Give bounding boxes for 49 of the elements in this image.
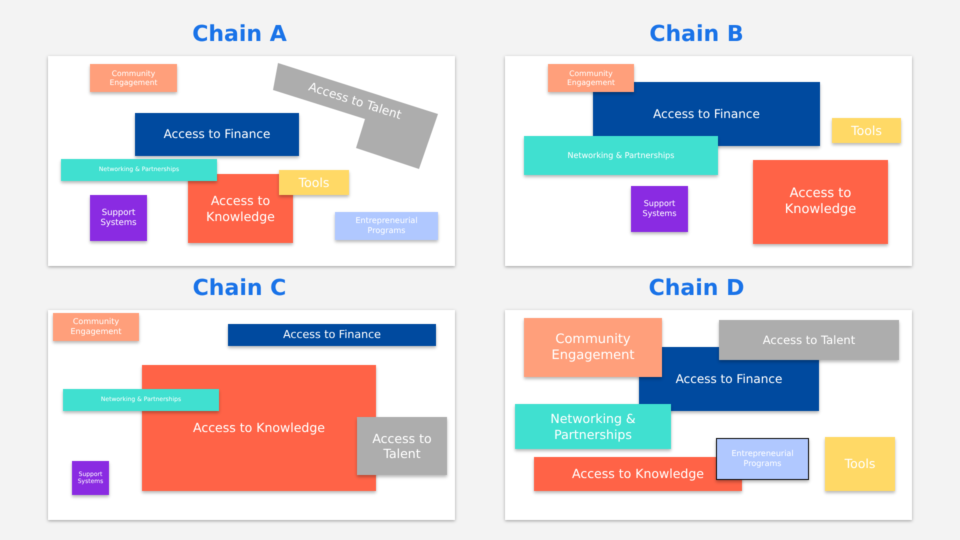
note-card xyxy=(63,389,219,411)
note-card xyxy=(61,159,217,181)
note-card xyxy=(72,461,109,495)
note-card xyxy=(357,417,447,475)
note-card xyxy=(524,136,718,175)
note-card xyxy=(534,457,742,491)
card-label: Community Engagement xyxy=(550,332,636,364)
card-label: Access to Knowledge xyxy=(572,466,704,482)
card-label: Access to Finance xyxy=(653,106,760,122)
note-card xyxy=(515,404,671,449)
note-card xyxy=(753,160,888,244)
card-label: Support Systems xyxy=(99,208,138,228)
note-card xyxy=(188,174,293,243)
note-card xyxy=(832,118,901,143)
card-label: Access to Talent xyxy=(762,332,856,347)
note-card xyxy=(228,324,436,346)
card-label: Access to Finance xyxy=(164,127,270,142)
note-card xyxy=(631,186,688,232)
note-card xyxy=(548,64,634,92)
note-card xyxy=(716,438,809,480)
card-label: Entrepreneurial Programs xyxy=(730,449,795,469)
card-label: Access to Knowledge xyxy=(192,420,325,436)
card-label: Tools xyxy=(844,456,876,472)
note-card xyxy=(279,170,349,195)
panel-heading: Chain B xyxy=(649,21,744,49)
panel-heading: Chain D xyxy=(648,275,744,303)
card-label: Access to Talent xyxy=(371,430,433,462)
card-label: Tools xyxy=(851,122,882,138)
note-card xyxy=(719,320,899,360)
card-label: Networking & Partnerships xyxy=(549,411,637,442)
card-label: Access to Talent xyxy=(306,80,404,122)
card-label: Entrepreneurial Programs xyxy=(354,216,419,236)
note-card xyxy=(825,437,895,491)
card-label: Tools xyxy=(298,174,330,190)
card-label: Community Engagement xyxy=(69,317,123,337)
card-label: Networking & Partnerships xyxy=(568,150,674,160)
card-label: Access to Finance xyxy=(283,328,381,342)
card-label: Access to Knowledge xyxy=(784,186,858,218)
note-card xyxy=(90,195,147,241)
card-label: Support Systems xyxy=(642,199,678,219)
panel-heading: Chain A xyxy=(192,21,287,49)
note-card xyxy=(53,313,139,341)
note-card xyxy=(524,318,662,377)
note-card xyxy=(90,64,177,92)
card-label: Access to Finance xyxy=(676,372,782,386)
note-card xyxy=(135,113,299,156)
panel-heading: Chain C xyxy=(192,275,286,303)
card-label: Access to Knowledge xyxy=(205,193,276,224)
note-card xyxy=(335,212,438,240)
